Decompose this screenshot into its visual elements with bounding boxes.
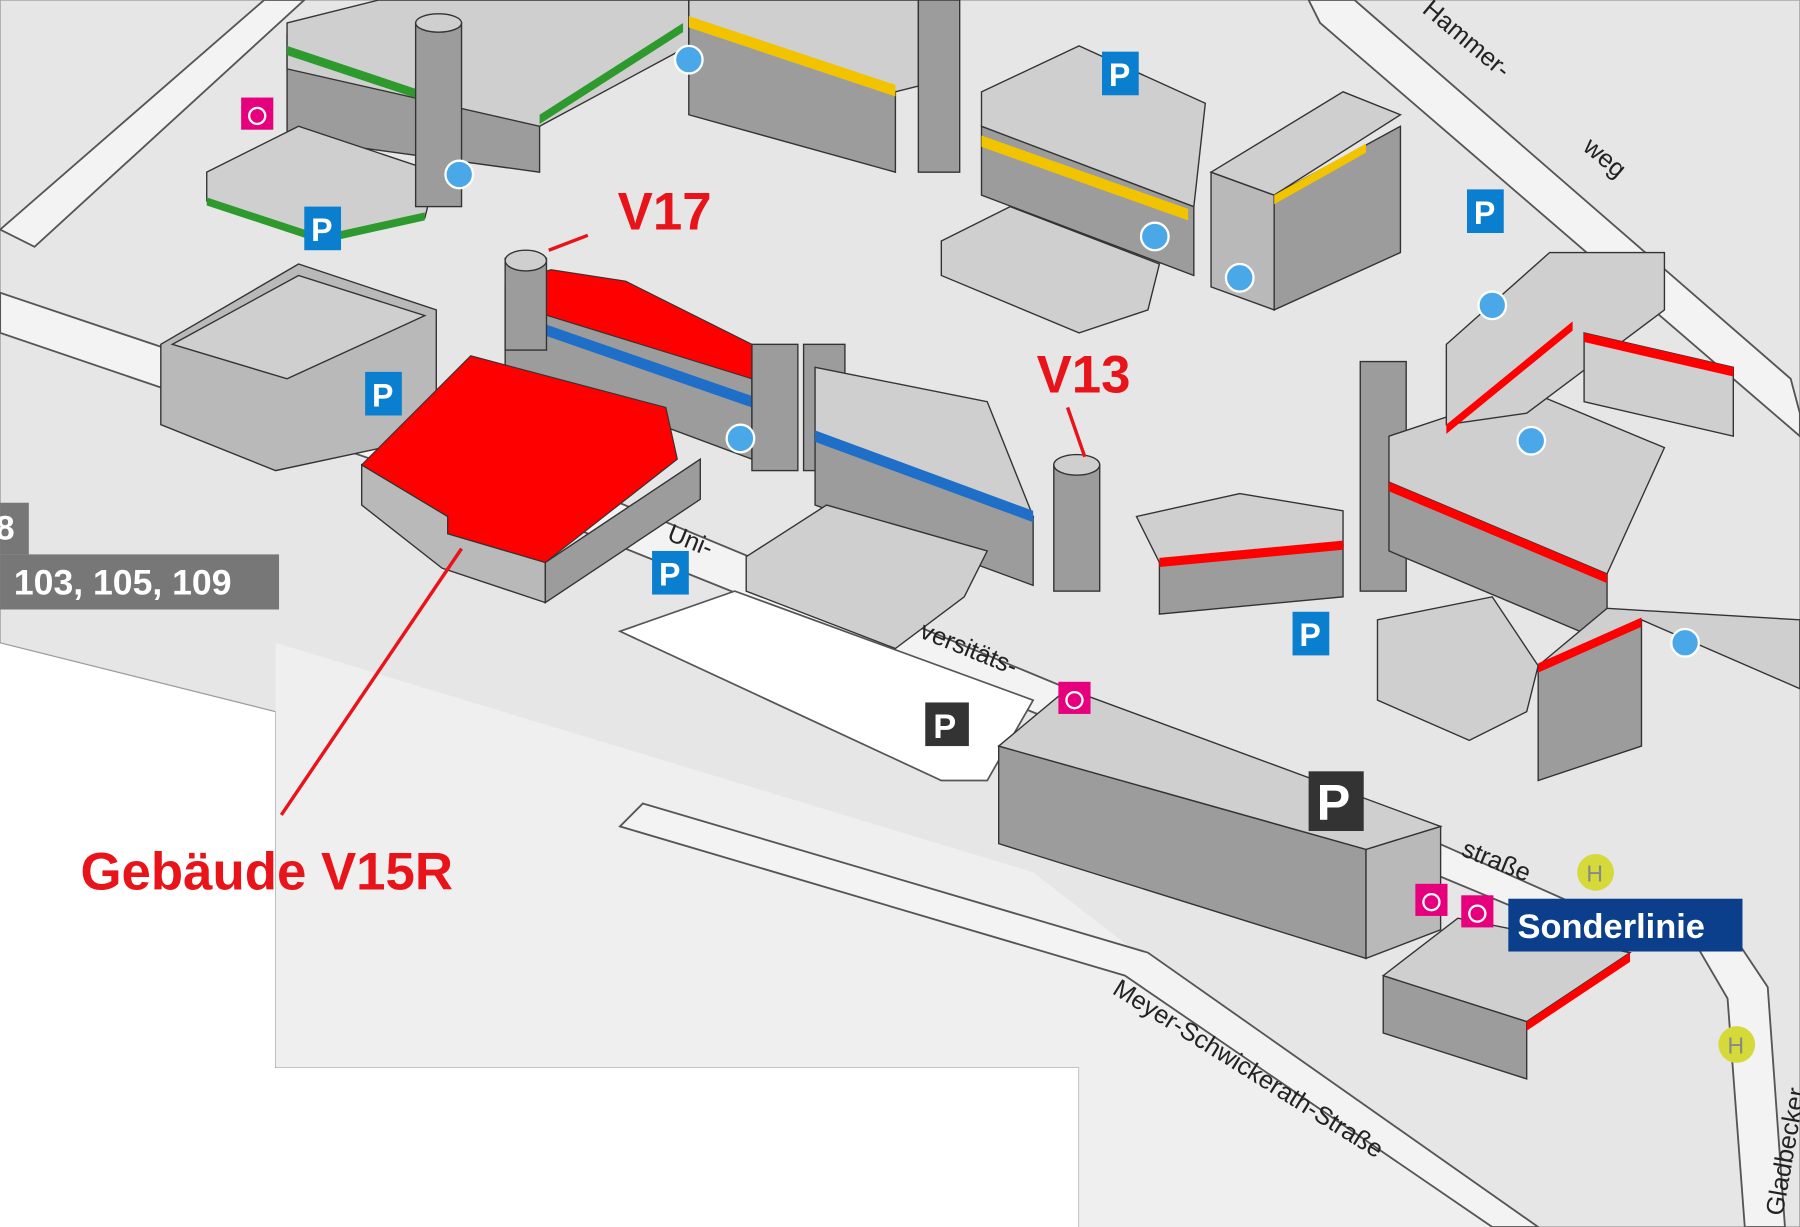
route-box-bottom [0,554,280,610]
building-v15r [544,457,701,604]
elevator-icon[interactable] [444,159,475,190]
label-v15r: Gebäude V15R [80,843,453,902]
green-roof-stripe [539,22,684,124]
elevator-icon[interactable] [1224,262,1255,293]
v17-leader-line [548,233,589,252]
red-roof-stripe [1526,952,1631,1031]
disabled-parking-icon[interactable] [1415,883,1448,916]
parking-icon[interactable]: P [1467,189,1504,234]
route-box-top [0,502,29,555]
elevator-icon[interactable] [1477,290,1508,321]
parking-letter: P [311,212,332,248]
blue-roof-stripe [510,312,752,408]
disabled-parking-icon[interactable] [241,97,274,130]
green-roof-stripe [206,197,425,244]
tower-top [504,249,548,272]
tower [504,257,548,351]
red-roof-stripe [1584,332,1734,377]
elevator-icon[interactable] [673,44,704,75]
red-roof-stripe [1446,321,1573,434]
yellow-roof-stripe [981,135,1189,221]
parking-icon[interactable]: P [652,550,689,595]
elevator-icon[interactable] [1139,221,1170,252]
building [745,504,989,650]
parking-garage-icon[interactable]: P [1308,771,1364,832]
building [1135,492,1344,564]
label-v13: V13 [1037,346,1131,405]
bus-stop-letter: H [1586,861,1603,887]
bus-stop-sign [1508,898,1743,952]
elevator-icon[interactable] [1670,627,1701,658]
label-v17: V17 [618,183,712,242]
building-v15r-roof [360,355,678,564]
parking-icon[interactable]: P [304,206,342,251]
disabled-parking-icon[interactable] [1058,681,1091,714]
green-roof-stripe [287,45,425,102]
v13-leader-line [1065,406,1087,458]
parking-letter: P [372,377,393,413]
parking-letter: P [1317,774,1351,831]
yellow-roof-stripe [1274,143,1367,205]
parking-icon[interactable]: P [1292,611,1330,656]
red-roof-stripe [1538,617,1642,673]
v15r-leader-line [279,547,463,816]
tower-v13 [1053,464,1101,592]
route-number-top: 8 [0,509,15,547]
disabled-parking-icon[interactable] [1461,895,1494,928]
parking-letter: P [1109,57,1130,93]
bus-stop-letter: H [1728,1033,1745,1059]
parking-icon[interactable]: P [1102,51,1139,96]
tower [751,343,799,472]
bus-stop-icon[interactable]: H [1577,853,1614,891]
parking-letter: P [1299,617,1320,653]
parking-letter: P [933,708,956,746]
parking-icon[interactable]: P [365,371,402,416]
tower [917,0,961,173]
road-outer-ring [0,0,306,248]
road-meyer-schwickerath [618,802,1540,1227]
red-roof-stripe [1388,482,1608,584]
blue-roof-stripe [815,430,1034,523]
tower-top [414,13,463,33]
bus-stop-label: Sonderlinie [1518,908,1705,946]
parking-lot-icon[interactable]: P [925,702,969,747]
building [1376,596,1539,742]
bus-stop-icon[interactable]: H [1718,1026,1756,1063]
route-numbers: 103, 105, 109 [14,563,232,603]
yellow-roof-stripe [688,16,896,97]
building [980,45,1207,208]
red-roof-stripe [1159,540,1344,568]
parking-letter: P [659,556,680,592]
lower-district [275,642,1493,1227]
elevator-icon[interactable] [725,423,756,454]
building [940,205,1161,334]
parking-letter: P [1474,195,1495,231]
building [170,274,427,380]
elevator-icon[interactable] [1516,425,1547,456]
building [1209,91,1402,196]
tower-top [1053,453,1101,476]
